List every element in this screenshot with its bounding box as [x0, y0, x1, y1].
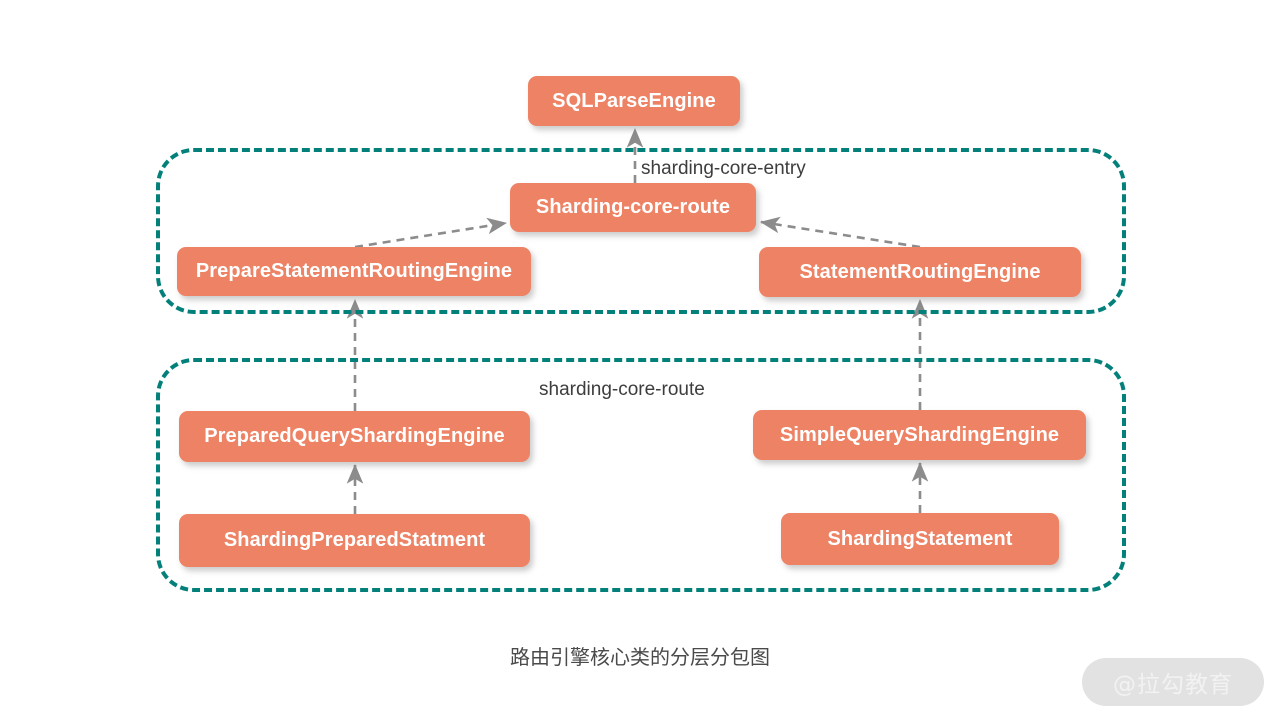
node-sharding-core-route[interactable]: Sharding-core-route [510, 183, 756, 232]
node-shardingstatement[interactable]: ShardingStatement [781, 513, 1059, 565]
node-preparedqueryshardingengine[interactable]: PreparedQueryShardingEngine [179, 411, 530, 462]
node-sqlparseengine[interactable]: SQLParseEngine [528, 76, 740, 126]
node-statementroutingengine[interactable]: StatementRoutingEngine [759, 247, 1081, 297]
node-shardingpreparedstatment[interactable]: ShardingPreparedStatment [179, 514, 530, 567]
package-label-sharding-core-route: sharding-core-route [539, 379, 705, 400]
diagram-caption: 路由引擎核心类的分层分包图 [510, 645, 770, 669]
node-preparestatementroutingengine[interactable]: PrepareStatementRoutingEngine [177, 247, 531, 296]
package-sharding-core-route [156, 358, 1126, 592]
watermark-badge: @拉勾教育 [1082, 658, 1264, 706]
package-sharding-core-entry [156, 148, 1126, 314]
node-simplequeryshardingengine[interactable]: SimpleQueryShardingEngine [753, 410, 1086, 460]
edge-preparestatementrouting-to-shardingcoreroute [354, 217, 508, 249]
package-label-sharding-core-entry: sharding-core-entry [641, 158, 806, 179]
